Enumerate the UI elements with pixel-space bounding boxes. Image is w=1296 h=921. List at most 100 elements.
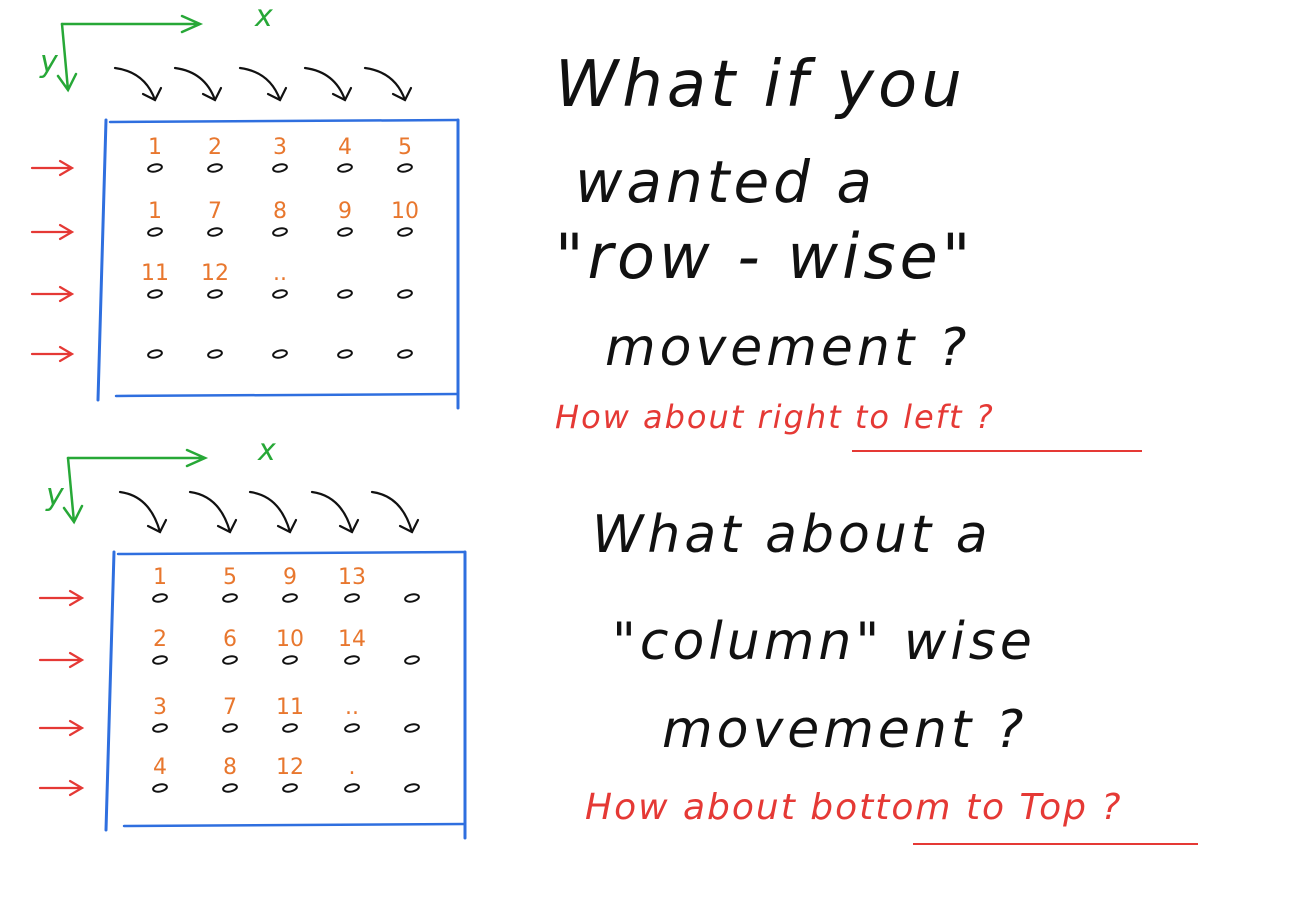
grid-dot	[207, 163, 223, 173]
cell-number: 5	[398, 135, 412, 160]
grid-dot	[147, 163, 163, 173]
grid-dot	[337, 163, 353, 173]
y-axis-arrow	[62, 456, 84, 525]
grid-dot	[397, 227, 413, 237]
grid-dot	[152, 783, 168, 793]
column-arrowhead	[391, 86, 413, 102]
grid-dot	[147, 227, 163, 237]
column-arrowhead	[216, 518, 238, 534]
x-axis-arrow	[60, 14, 204, 34]
cell-number: 4	[338, 135, 352, 160]
grid-dot	[152, 593, 168, 603]
grid-dot	[282, 593, 298, 603]
column-arrowhead	[338, 518, 360, 534]
row-arrow	[38, 779, 85, 797]
grid-dot	[397, 349, 413, 359]
grid-left-border	[104, 550, 116, 832]
grid-dot	[282, 783, 298, 793]
column-arrow	[303, 66, 347, 102]
grid-dot	[404, 593, 420, 603]
cell-number: ..	[273, 261, 287, 286]
cell-number: ..	[345, 695, 359, 720]
grid-dot	[147, 349, 163, 359]
row-arrow	[38, 719, 85, 737]
row-arrow	[30, 345, 75, 363]
grid-dot	[282, 655, 298, 665]
grid-dot	[222, 723, 238, 733]
y-axis-label: y	[45, 478, 65, 513]
cell-number: 4	[153, 755, 167, 780]
column-arrowhead	[201, 86, 223, 102]
question2-line1: What about a	[592, 505, 992, 565]
grid-dot	[272, 349, 288, 359]
grid-dot	[344, 783, 360, 793]
question1-line2: wanted a	[575, 148, 876, 216]
grid-dot	[207, 349, 223, 359]
grid-dot	[404, 783, 420, 793]
grid-left-border	[96, 118, 108, 402]
cell-number: 8	[223, 755, 237, 780]
question1-line4: movement ?	[605, 318, 971, 378]
column-arrowhead	[141, 86, 163, 102]
grid-dot	[337, 349, 353, 359]
cell-number: 9	[338, 199, 352, 224]
column-arrow	[370, 490, 414, 534]
grid-top-border	[116, 550, 467, 556]
cell-number: 3	[273, 135, 287, 160]
cell-number: 2	[208, 135, 222, 160]
grid-dot	[337, 289, 353, 299]
grid-dot	[152, 723, 168, 733]
cell-number: 1	[153, 565, 167, 590]
cell-number: 3	[153, 695, 167, 720]
cell-number: 5	[223, 565, 237, 590]
grid-dot	[272, 289, 288, 299]
grid-dot	[222, 655, 238, 665]
question1-line3: "row - wise"	[555, 220, 975, 293]
grid-dot	[222, 593, 238, 603]
row-arrow	[38, 589, 85, 607]
cell-number: 13	[338, 565, 366, 590]
column-arrow	[248, 490, 292, 534]
column-arrowhead	[146, 518, 168, 534]
question2-line2: "column" wise	[612, 612, 1036, 672]
cell-number: 6	[223, 627, 237, 652]
question1-underline	[852, 450, 1142, 452]
cell-number: 9	[283, 565, 297, 590]
x-axis-label: x	[257, 433, 276, 468]
column-arrow	[173, 66, 217, 102]
cell-number: .	[349, 755, 356, 780]
column-arrowhead	[331, 86, 353, 102]
column-arrowhead	[398, 518, 420, 534]
grid-dot	[282, 723, 298, 733]
cell-number: 2	[153, 627, 167, 652]
cell-number: 1	[148, 199, 162, 224]
grid-dot	[344, 723, 360, 733]
question1-note: How about right to left ?	[555, 398, 995, 436]
question1-line1: What if you	[555, 48, 966, 122]
row-arrow	[30, 285, 75, 303]
cell-number: 12	[276, 755, 304, 780]
grid-dot	[272, 227, 288, 237]
question2-note: How about bottom to Top ?	[585, 787, 1123, 828]
column-arrowhead	[266, 86, 288, 102]
row-arrow	[38, 651, 85, 669]
y-axis-arrow	[56, 22, 78, 93]
grid-dot	[207, 289, 223, 299]
grid-dot	[147, 289, 163, 299]
column-arrow	[113, 66, 157, 102]
grid-dot	[344, 655, 360, 665]
grid-dot	[222, 783, 238, 793]
cell-number: 10	[276, 627, 304, 652]
question2-underline	[913, 843, 1198, 845]
column-arrow	[310, 490, 354, 534]
cell-number: 7	[223, 695, 237, 720]
column-arrow	[188, 490, 232, 534]
cell-number: 1	[148, 135, 162, 160]
row-arrow	[30, 159, 75, 177]
question2-line3: movement ?	[662, 700, 1028, 760]
grid-top-border	[108, 118, 460, 124]
